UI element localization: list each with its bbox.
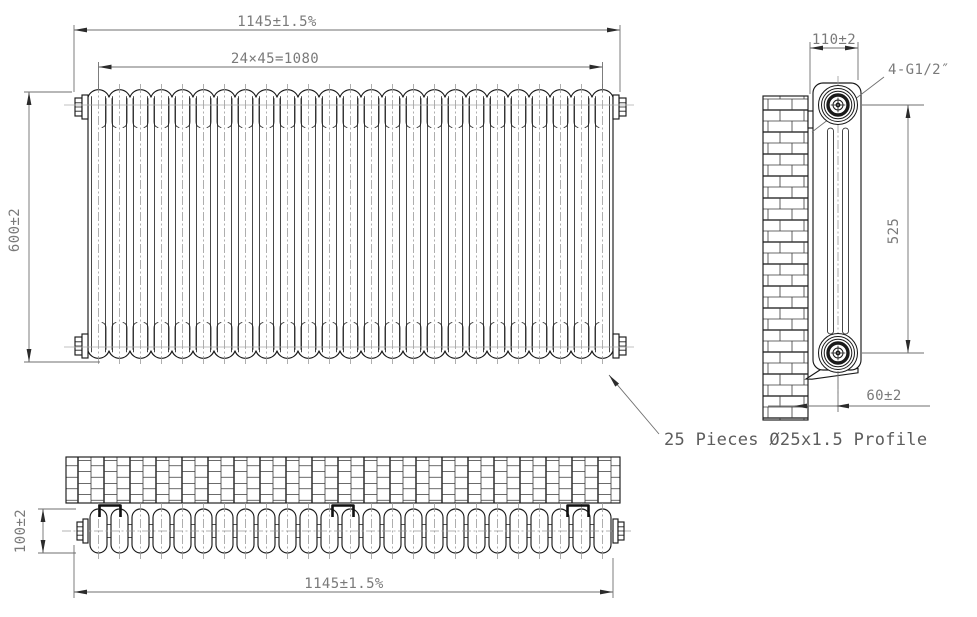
side-view-dimensions xyxy=(768,42,930,412)
side-view xyxy=(762,76,885,421)
label-pipe-connections: 4-G1/2″ xyxy=(888,62,950,78)
dim-port-center-distance: 525 xyxy=(886,218,902,245)
dim-overall-height: 600±2 xyxy=(7,208,23,252)
dim-overall-width-bottom: 1145±1.5% xyxy=(304,576,384,592)
note-profile: 25 Pieces Ø25x1.5 Profile xyxy=(664,430,927,450)
front-view-dimensions xyxy=(24,25,621,363)
dim-depth-plan: 100±2 xyxy=(13,509,29,553)
plan-view-dimensions xyxy=(38,508,614,598)
front-view xyxy=(64,84,634,364)
dim-wall-to-center: 60±2 xyxy=(866,388,901,404)
note-leader-line xyxy=(608,374,660,435)
dim-depth-side: 110±2 xyxy=(812,32,856,48)
dim-overall-width-top: 1145±1.5% xyxy=(237,14,317,30)
plan-view xyxy=(62,456,631,559)
dim-section-spacing: 24×45=1080 xyxy=(231,51,319,67)
